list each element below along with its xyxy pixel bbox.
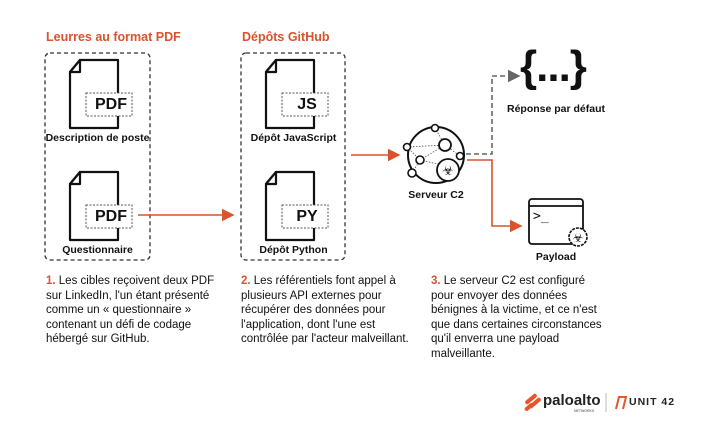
- svg-text:☣: ☣: [573, 231, 584, 245]
- unit42-logo: UNIT 42: [629, 396, 676, 408]
- braces-icon: {...}: [520, 42, 587, 91]
- step-2: 2. Les référentiels font appel à plusieu…: [241, 274, 416, 347]
- file-tag: PDF: [95, 96, 127, 113]
- repo-label: Dépôt JavaScript: [250, 132, 337, 144]
- svg-text:☣: ☣: [442, 163, 454, 178]
- repo-label: Dépôt Python: [259, 244, 328, 256]
- unit42-logo-icon: [615, 396, 628, 410]
- step-number: 1.: [46, 275, 56, 287]
- paloalto-logo-sub: NETWORKS: [574, 409, 595, 413]
- step-number: 2.: [241, 275, 251, 287]
- document-icon: [68, 58, 134, 130]
- group-box-github: [240, 52, 346, 261]
- doc-label: Questionnaire: [62, 244, 133, 256]
- group-title-github: Dépôts GitHub: [242, 30, 330, 44]
- paloalto-logo: paloalto: [543, 392, 601, 409]
- code-file-icon: [264, 170, 330, 242]
- step-1: 1. Les cibles reçoivent deux PDF sur Lin…: [46, 274, 221, 347]
- document-icon: [68, 170, 134, 242]
- file-tag: JS: [297, 96, 317, 113]
- code-file-icon: [264, 58, 330, 130]
- step-text: Les référentiels font appel à plusieurs …: [241, 275, 409, 346]
- c2-label: Serveur C2: [408, 189, 464, 201]
- terminal-prompt: >_: [533, 209, 549, 224]
- file-tag: PY: [296, 208, 318, 225]
- default-response-label: Réponse par défaut: [506, 103, 606, 115]
- arrow-c2-to-default: [466, 69, 521, 155]
- terminal-window-icon: ☣: [528, 198, 588, 247]
- step-text: Le serveur C2 est configuré pour envoyer…: [431, 275, 602, 360]
- c2-server-icon: ☣: [402, 123, 465, 184]
- payload-label: Payload: [535, 251, 577, 263]
- step-number: 3.: [431, 275, 441, 287]
- file-tag: PDF: [95, 208, 127, 225]
- arrow-c2-to-payload: [467, 159, 523, 233]
- group-title-pdf: Leurres au format PDF: [46, 30, 181, 44]
- step-text: Les cibles reçoivent deux PDF sur Linked…: [46, 275, 215, 346]
- paloalto-logo-icon: [524, 393, 541, 411]
- doc-label: Description de poste: [45, 132, 150, 144]
- step-3: 3. Le serveur C2 est configuré pour envo…: [431, 274, 606, 362]
